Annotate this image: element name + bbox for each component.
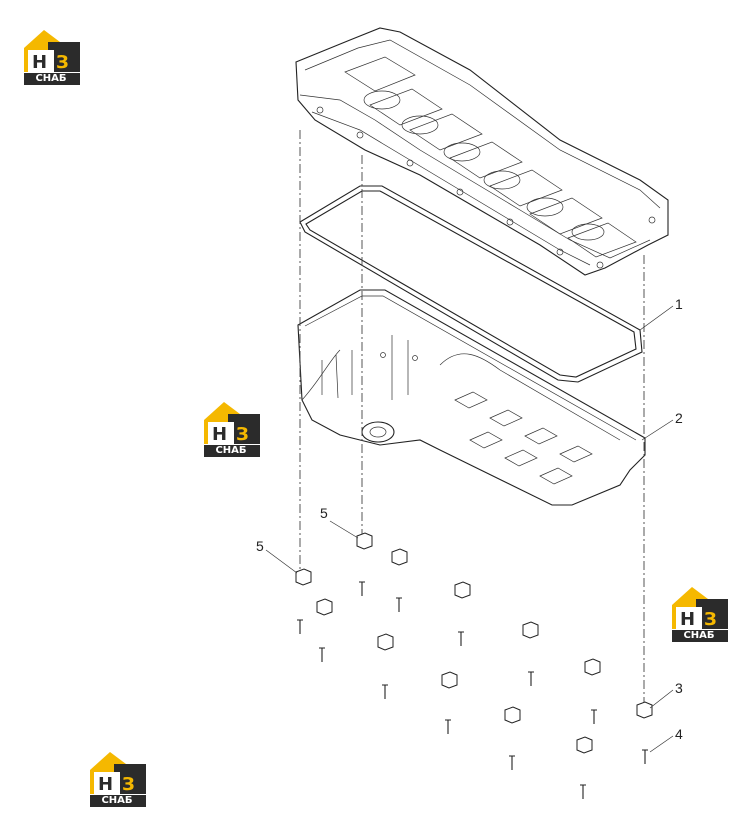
callout-3: 3 xyxy=(675,680,683,696)
engine-block-icon xyxy=(295,27,669,276)
brand-logo-icon: Н З СНАБ xyxy=(668,585,730,643)
callout-4: 4 xyxy=(675,726,683,742)
callout-5-upper: 5 xyxy=(320,505,328,521)
brand-logo-icon: Н З СНАБ xyxy=(200,400,262,458)
logo-caption: СНАБ xyxy=(101,795,133,806)
callout-5-lower: 5 xyxy=(256,538,264,554)
callout-2: 2 xyxy=(675,410,683,426)
svg-text:Н: Н xyxy=(32,52,47,73)
brand-logo-icon: Н З СНАБ xyxy=(20,28,82,86)
callout-1: 1 xyxy=(675,296,683,312)
svg-text:З: З xyxy=(236,424,249,445)
svg-text:З: З xyxy=(122,774,135,795)
logo-caption: СНАБ xyxy=(215,445,247,456)
logo-caption: СНАБ xyxy=(683,630,715,641)
brand-logo-icon: Н З СНАБ xyxy=(86,750,148,808)
svg-text:Н: Н xyxy=(680,609,695,630)
svg-text:Н: Н xyxy=(212,424,227,445)
svg-text:З: З xyxy=(56,52,69,73)
logo-caption: СНАБ xyxy=(35,73,67,84)
oil-pan-icon xyxy=(297,289,646,506)
bracket-icon xyxy=(295,532,653,754)
callout-leaders xyxy=(265,305,674,753)
alignment-lines xyxy=(299,130,645,710)
svg-text:Н: Н xyxy=(98,774,113,795)
svg-text:З: З xyxy=(704,609,717,630)
gasket-icon xyxy=(299,185,643,383)
bolt-icon xyxy=(297,581,648,799)
